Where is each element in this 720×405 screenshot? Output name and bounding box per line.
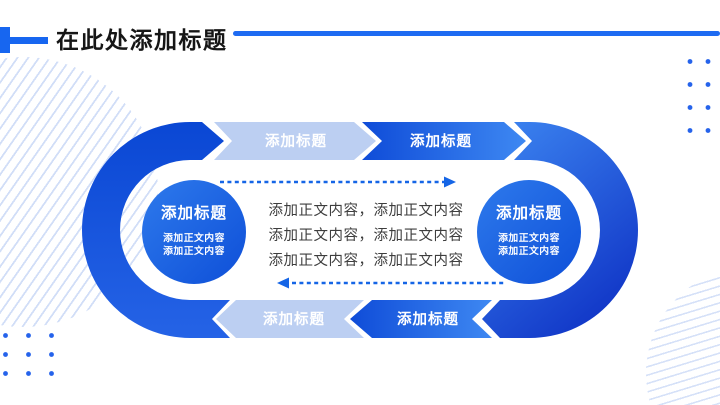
top-arrow-2-shape[interactable] bbox=[362, 122, 526, 160]
top-arrow-1-shape[interactable] bbox=[214, 122, 376, 160]
center-text-line-3[interactable]: 添加正文内容，添加正文内容 bbox=[269, 252, 464, 269]
dashed-arrow-left-head-icon bbox=[277, 277, 289, 289]
right-circle-line-2[interactable]: 添加正文内容 bbox=[498, 244, 560, 257]
bottom-arrow-2-shape[interactable] bbox=[350, 300, 492, 338]
top-arrow-1-label[interactable]: 添加标题 bbox=[265, 132, 327, 150]
right-circle-line-1[interactable]: 添加正文内容 bbox=[498, 231, 560, 244]
loop-right-arc-shape bbox=[482, 122, 638, 338]
bottom-arrow-1-shape[interactable] bbox=[216, 300, 364, 338]
dashed-arrow-right-head-icon bbox=[444, 176, 456, 188]
page-title[interactable]: 在此处添加标题 bbox=[56, 27, 228, 53]
bottom-arrow-1-label[interactable]: 添加标题 bbox=[263, 310, 325, 328]
center-text-line-2[interactable]: 添加正文内容，添加正文内容 bbox=[269, 227, 464, 244]
right-circle-node[interactable] bbox=[477, 180, 581, 284]
right-circle-title[interactable]: 添加标题 bbox=[496, 203, 562, 222]
left-circle-node[interactable] bbox=[142, 180, 246, 284]
title-accent-bar bbox=[0, 27, 10, 53]
left-circle-line-2[interactable]: 添加正文内容 bbox=[163, 244, 225, 257]
title-accent-dash bbox=[10, 37, 48, 44]
bottom-arrow-2-label[interactable]: 添加标题 bbox=[397, 310, 459, 328]
center-text-line-1[interactable]: 添加正文内容，添加正文内容 bbox=[269, 202, 464, 219]
left-circle-line-1[interactable]: 添加正文内容 bbox=[163, 231, 225, 244]
title-rule-line bbox=[233, 31, 720, 36]
loop-left-arc-shape bbox=[82, 122, 230, 338]
left-circle-title[interactable]: 添加标题 bbox=[161, 203, 227, 222]
top-arrow-2-label[interactable]: 添加标题 bbox=[410, 132, 472, 150]
